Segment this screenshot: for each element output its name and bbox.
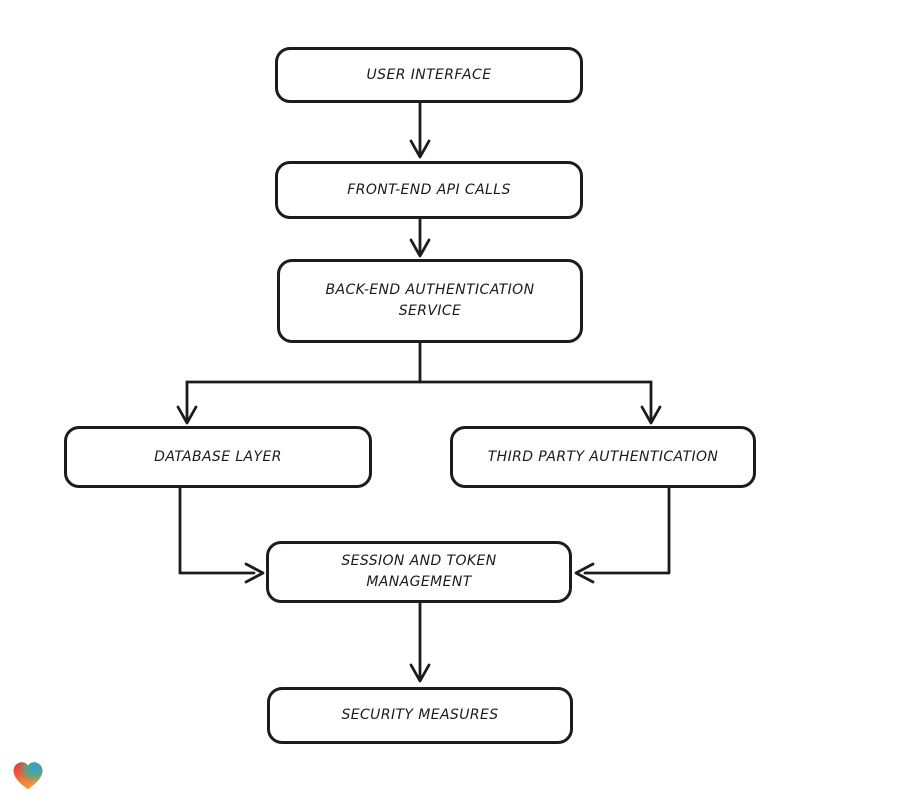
- node-back-end-authentication-service: BACK-END AUTHENTICATION SERVICE: [277, 259, 583, 343]
- edge-ui-to-api: [409, 101, 431, 159]
- node-security-measures-label: SECURITY MEASURES: [341, 707, 499, 723]
- node-third-party-authentication-label: THIRD PARTY AUTHENTICATION: [487, 448, 719, 465]
- heart-logo-icon: [13, 762, 43, 790]
- edge-db-to-session: [178, 486, 265, 584]
- node-user-interface-label: USER INTERFACE: [366, 66, 492, 83]
- node-user-interface: USER INTERFACE: [275, 47, 583, 103]
- node-session-and-token-management-label: SESSION AND TOKEN MANAGEMENT: [341, 553, 497, 590]
- node-front-end-api-calls: FRONT-END API CALLS: [275, 161, 583, 219]
- node-back-end-authentication-service-label: BACK-END AUTHENTICATION SERVICE: [325, 282, 535, 319]
- edge-api-to-backend: [409, 217, 431, 258]
- node-database-layer: DATABASE LAYER: [64, 426, 372, 488]
- edge-session-to-security: [409, 601, 431, 683]
- edge-third-to-session: [574, 486, 671, 584]
- edge-backend-branch: [176, 341, 662, 425]
- node-session-and-token-management: SESSION AND TOKEN MANAGEMENT: [266, 541, 572, 603]
- node-security-measures: SECURITY MEASURES: [267, 687, 573, 744]
- node-database-layer-label: DATABASE LAYER: [154, 448, 282, 465]
- node-third-party-authentication: THIRD PARTY AUTHENTICATION: [450, 426, 756, 488]
- node-front-end-api-calls-label: FRONT-END API CALLS: [347, 181, 511, 198]
